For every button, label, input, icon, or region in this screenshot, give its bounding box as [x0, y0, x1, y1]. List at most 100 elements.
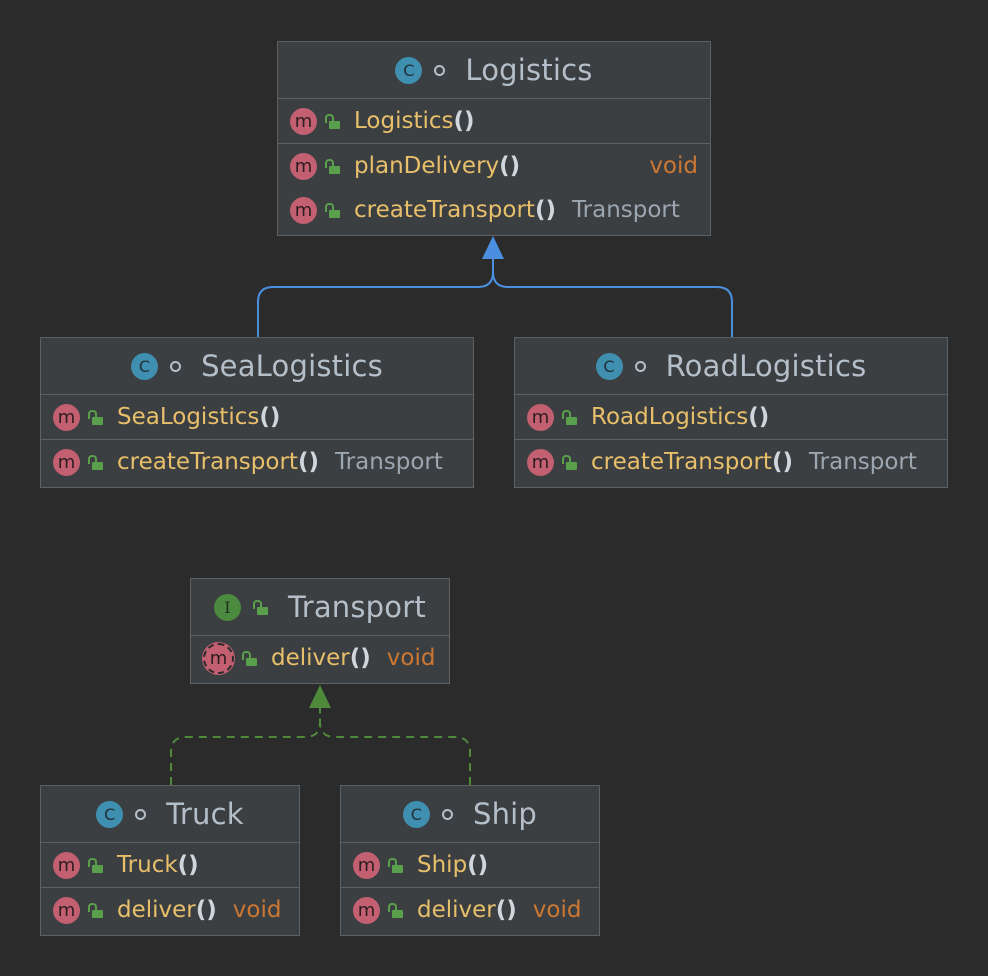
class-header-road-logistics: C RoadLogistics: [515, 338, 947, 395]
class-box-ship[interactable]: C Ship m Ship () m deliver () void: [340, 785, 600, 936]
method-row[interactable]: m deliver () void: [191, 636, 449, 680]
class-header-sea-logistics: C SeaLogistics: [41, 338, 473, 395]
return-type: void: [532, 897, 582, 923]
method-parens: (): [453, 108, 475, 134]
method-parens: (): [259, 404, 281, 430]
class-name: Ship: [472, 797, 538, 831]
public-lock-icon: [562, 454, 577, 470]
method-name: Truck: [117, 852, 178, 878]
constructor-row[interactable]: m Logistics (): [278, 99, 710, 143]
return-type: Transport: [808, 449, 917, 475]
methods-section: m deliver () void: [341, 888, 599, 932]
method-row[interactable]: m deliver () void: [41, 888, 299, 932]
method-icon: m: [527, 403, 554, 431]
method-parens: (): [467, 852, 489, 878]
method-name: Logistics: [354, 108, 454, 134]
method-row[interactable]: m createTransport () Transport: [515, 440, 947, 484]
method-name: deliver: [417, 897, 496, 923]
class-name: RoadLogistics: [665, 349, 867, 383]
public-lock-icon: [325, 202, 340, 218]
method-row[interactable]: m deliver () void: [341, 888, 599, 932]
class-header-truck: C Truck: [41, 786, 299, 843]
method-name: RoadLogistics: [591, 404, 749, 430]
abstract-method-icon: m: [203, 642, 234, 674]
public-lock-icon: [325, 158, 340, 174]
methods-section: m createTransport () Transport: [515, 440, 947, 484]
method-parens: (): [177, 852, 199, 878]
public-lock-icon: [88, 857, 103, 873]
method-row[interactable]: m planDelivery () void: [278, 144, 710, 188]
class-icon: C: [96, 800, 124, 828]
return-type: void: [232, 897, 282, 923]
method-icon: m: [53, 448, 80, 476]
public-lock-icon: [562, 409, 577, 425]
method-name: deliver: [271, 645, 350, 671]
constructor-row[interactable]: m RoadLogistics (): [515, 395, 947, 439]
constructor-row[interactable]: m Truck (): [41, 843, 299, 887]
method-icon: m: [527, 448, 554, 476]
method-name: Ship: [417, 852, 468, 878]
inheritance-arrowhead: [482, 236, 504, 259]
class-name: Logistics: [465, 53, 593, 87]
method-parens: (): [195, 897, 217, 923]
public-lock-icon: [88, 902, 103, 918]
inheritance-edge-sea-logistics: [257, 258, 494, 337]
public-lock-icon: [388, 902, 403, 918]
public-lock-icon: [88, 454, 103, 470]
method-icon: m: [353, 896, 380, 924]
visibility-dot-icon: [170, 360, 182, 372]
interface-box-transport[interactable]: I Transport m deliver () void: [190, 578, 450, 684]
class-header-ship: C Ship: [341, 786, 599, 843]
class-box-road-logistics[interactable]: C RoadLogistics m RoadLogistics () m cre…: [514, 337, 948, 488]
method-name: createTransport: [117, 449, 298, 475]
method-row[interactable]: m createTransport () Transport: [278, 188, 710, 232]
method-icon: m: [290, 196, 317, 224]
methods-section: m deliver () void: [191, 636, 449, 680]
return-type: Transport: [571, 197, 680, 223]
visibility-dot-icon: [634, 360, 646, 372]
constructor-section: m RoadLogistics (): [515, 395, 947, 440]
class-box-logistics[interactable]: C Logistics m Logistics () m planDeliver…: [277, 41, 711, 236]
realization-arrowhead: [309, 685, 331, 708]
method-parens: (): [748, 404, 770, 430]
constructor-row[interactable]: m SeaLogistics (): [41, 395, 473, 439]
class-icon: C: [595, 352, 623, 380]
method-name: createTransport: [591, 449, 772, 475]
method-parens: (): [349, 645, 371, 671]
method-icon: m: [53, 851, 80, 879]
public-lock-icon: [88, 409, 103, 425]
interface-header-transport: I Transport: [191, 579, 449, 636]
constructor-section: m Logistics (): [278, 99, 710, 144]
method-name: planDelivery: [354, 153, 500, 179]
constructor-section: m Truck (): [41, 843, 299, 888]
inheritance-arrow-logistics: [257, 258, 733, 337]
public-lock-icon: [388, 857, 403, 873]
class-box-truck[interactable]: C Truck m Truck () m deliver () void: [40, 785, 300, 936]
constructor-section: m Ship (): [341, 843, 599, 888]
class-icon: C: [402, 800, 430, 828]
constructor-row[interactable]: m Ship (): [341, 843, 599, 887]
method-parens: (): [771, 449, 793, 475]
method-name: deliver: [117, 897, 196, 923]
public-lock-icon: [325, 113, 340, 129]
return-type: void: [386, 645, 436, 671]
return-type: Transport: [334, 449, 443, 475]
method-parens: (): [499, 153, 521, 179]
class-header-logistics: C Logistics: [278, 42, 710, 99]
interface-name: Transport: [288, 590, 426, 624]
visibility-dot-icon: [135, 808, 147, 820]
methods-section: m createTransport () Transport: [41, 440, 473, 484]
method-name: SeaLogistics: [117, 404, 260, 430]
method-row[interactable]: m createTransport () Transport: [41, 440, 473, 484]
visibility-dot-icon: [434, 64, 446, 76]
methods-section: m planDelivery () void m createTransport…: [278, 144, 710, 232]
class-icon: C: [395, 56, 423, 84]
class-box-sea-logistics[interactable]: C SeaLogistics m SeaLogistics () m creat…: [40, 337, 474, 488]
method-icon: m: [53, 896, 80, 924]
visibility-dot-icon: [441, 808, 453, 820]
method-icon: m: [53, 403, 80, 431]
realization-edge-truck: [170, 708, 321, 785]
method-icon: m: [290, 107, 317, 135]
class-name: Truck: [166, 797, 244, 831]
